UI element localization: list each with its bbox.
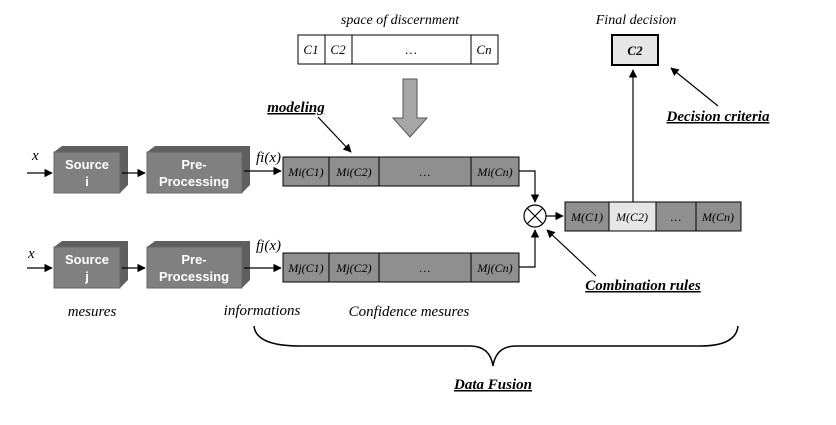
source-j-label-1: Source [65, 252, 109, 267]
preprocessing-bottom-line1: Pre- [181, 252, 206, 267]
caption-mesures: mesures [68, 304, 117, 320]
source-i-label-2: i [85, 174, 89, 189]
source-i-label-1: Source [65, 157, 109, 172]
block-arrow-down-icon [391, 78, 429, 138]
mass-bottom-c2: Mj(C2) [335, 261, 371, 275]
mass-combined-dots: … [671, 210, 682, 224]
mass-bottom-c1: Mj(C1) [287, 261, 323, 275]
input-x-bottom: x [27, 246, 35, 262]
arrow-bottom-to-combine [519, 229, 540, 268]
mass-top-c1: Mi(C1) [287, 165, 323, 179]
data-fusion-brace [253, 325, 739, 367]
preprocessing-bottom-line2: Processing [159, 269, 229, 284]
preprocessing-top-line1: Pre- [181, 157, 206, 172]
mass-bottom-cn: Mj(Cn) [476, 261, 512, 275]
final-decision-value: C2 [627, 43, 643, 58]
source-j-label-2: j [84, 269, 89, 284]
mass-combined-c2: M(C2) [615, 210, 648, 224]
arrow-top-to-combine [519, 170, 540, 203]
input-x-top: x [31, 148, 39, 164]
mass-top-cn: Mi(Cn) [476, 165, 512, 179]
modeling-pointer [317, 116, 352, 153]
decision-criteria-pointer [670, 67, 719, 107]
mass-row-top: Mi(C1) Mi(C2) … Mi(Cn) [282, 156, 520, 187]
preprocessing-box-top: Pre- Processing [146, 146, 250, 194]
combination-operator-icon [523, 204, 547, 228]
caption-informations: informations [224, 303, 301, 319]
combination-rules-pointer [546, 229, 597, 277]
source-i-box: Source i [53, 146, 128, 194]
final-decision-box: C2 [611, 34, 659, 66]
modeling-label: modeling [267, 100, 325, 116]
mass-combined-cn: M(Cn) [701, 210, 734, 224]
discernment-box: C1 C2 … Cn [297, 34, 499, 65]
preprocessing-box-bottom: Pre- Processing [146, 241, 250, 289]
decision-criteria-label: Decision criteria [666, 109, 770, 125]
discernment-title: space of discernment [341, 13, 460, 28]
mass-row-bottom: Mj(C1) Mj(C2) … Mj(Cn) [282, 252, 520, 283]
fj-label: fj(x) [256, 238, 281, 254]
caption-confidence-mesures: Confidence mesures [349, 304, 470, 320]
discernment-cell-dots: … [405, 42, 418, 57]
preprocessing-top-line2: Processing [159, 174, 229, 189]
final-decision-title: Final decision [595, 13, 677, 28]
fi-label: fi(x) [256, 150, 281, 166]
mass-combined-c1: M(C1) [570, 210, 603, 224]
mass-top-c2: Mi(C2) [335, 165, 371, 179]
discernment-cell-cn: Cn [476, 42, 491, 57]
discernment-cell-c1: C1 [303, 42, 318, 57]
mass-bottom-dots: … [420, 261, 431, 275]
mass-top-dots: … [420, 165, 431, 179]
data-fusion-label: Data Fusion [453, 377, 532, 393]
discernment-cell-c2: C2 [330, 42, 346, 57]
source-j-box: Source j [53, 241, 128, 289]
combination-rules-label: Combination rules [585, 278, 701, 294]
mass-row-combined: M(C1) M(C2) … M(Cn) [564, 201, 742, 232]
